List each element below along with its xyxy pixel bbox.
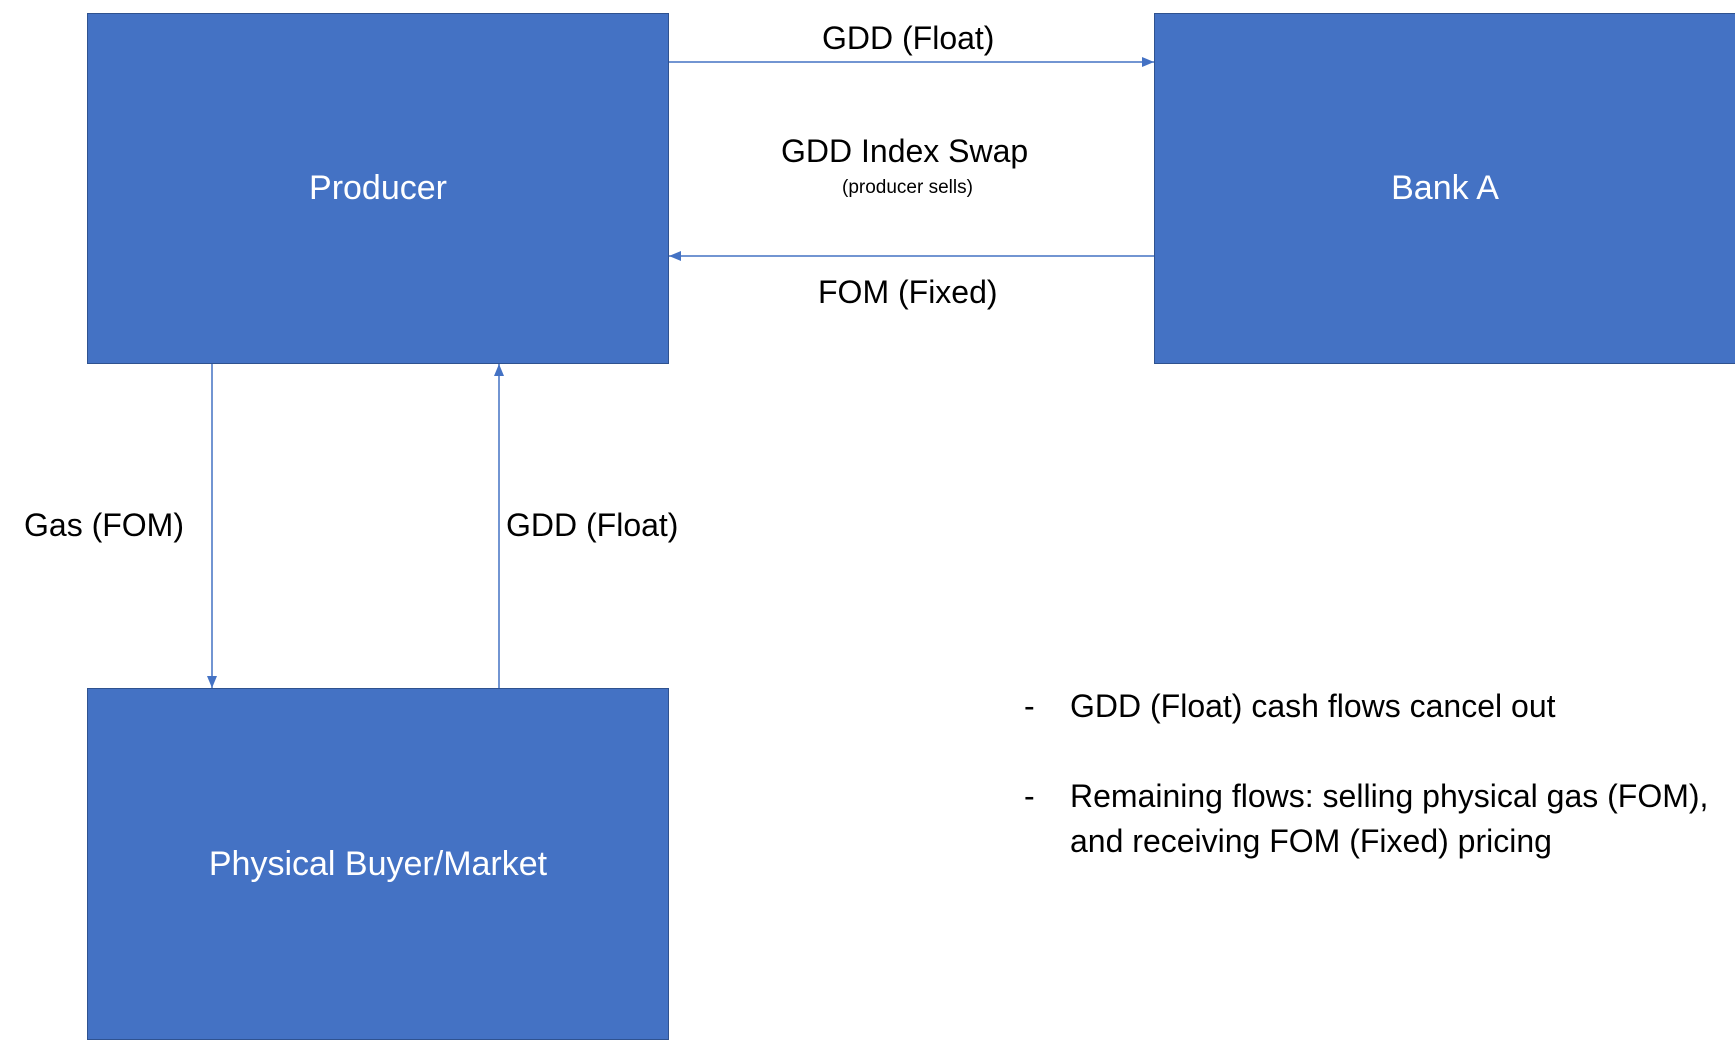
note-bullet: - bbox=[1024, 778, 1035, 814]
node-bank-a: Bank A bbox=[1154, 13, 1735, 364]
node-physical-buyer-label: Physical Buyer/Market bbox=[208, 844, 548, 883]
note-text: Remaining flows: selling physical gas (F… bbox=[1070, 778, 1709, 859]
edge-label-fom-fixed: FOM (Fixed) bbox=[818, 274, 998, 310]
swap-subtitle: (producer sells) bbox=[842, 177, 973, 198]
notes-list: - GDD (Float) cash flows cancel out - Re… bbox=[1020, 684, 1720, 909]
note-item: - GDD (Float) cash flows cancel out bbox=[1020, 684, 1720, 729]
node-producer-label: Producer bbox=[309, 169, 447, 207]
edge-label-gas-fom: Gas (FOM) bbox=[24, 507, 184, 543]
node-bank-a-label: Bank A bbox=[1391, 169, 1499, 207]
swap-title: GDD Index Swap bbox=[781, 133, 1029, 169]
note-text: GDD (Float) cash flows cancel out bbox=[1070, 688, 1556, 724]
edge-label-gdd-float-left: GDD (Float) bbox=[506, 507, 679, 543]
node-physical-buyer: Physical Buyer/Market bbox=[87, 688, 669, 1040]
edge-label-gdd-float-top: GDD (Float) bbox=[822, 20, 995, 56]
note-bullet: - bbox=[1024, 688, 1035, 724]
node-producer: Producer bbox=[87, 13, 669, 364]
note-item: - Remaining flows: selling physical gas … bbox=[1020, 774, 1720, 864]
